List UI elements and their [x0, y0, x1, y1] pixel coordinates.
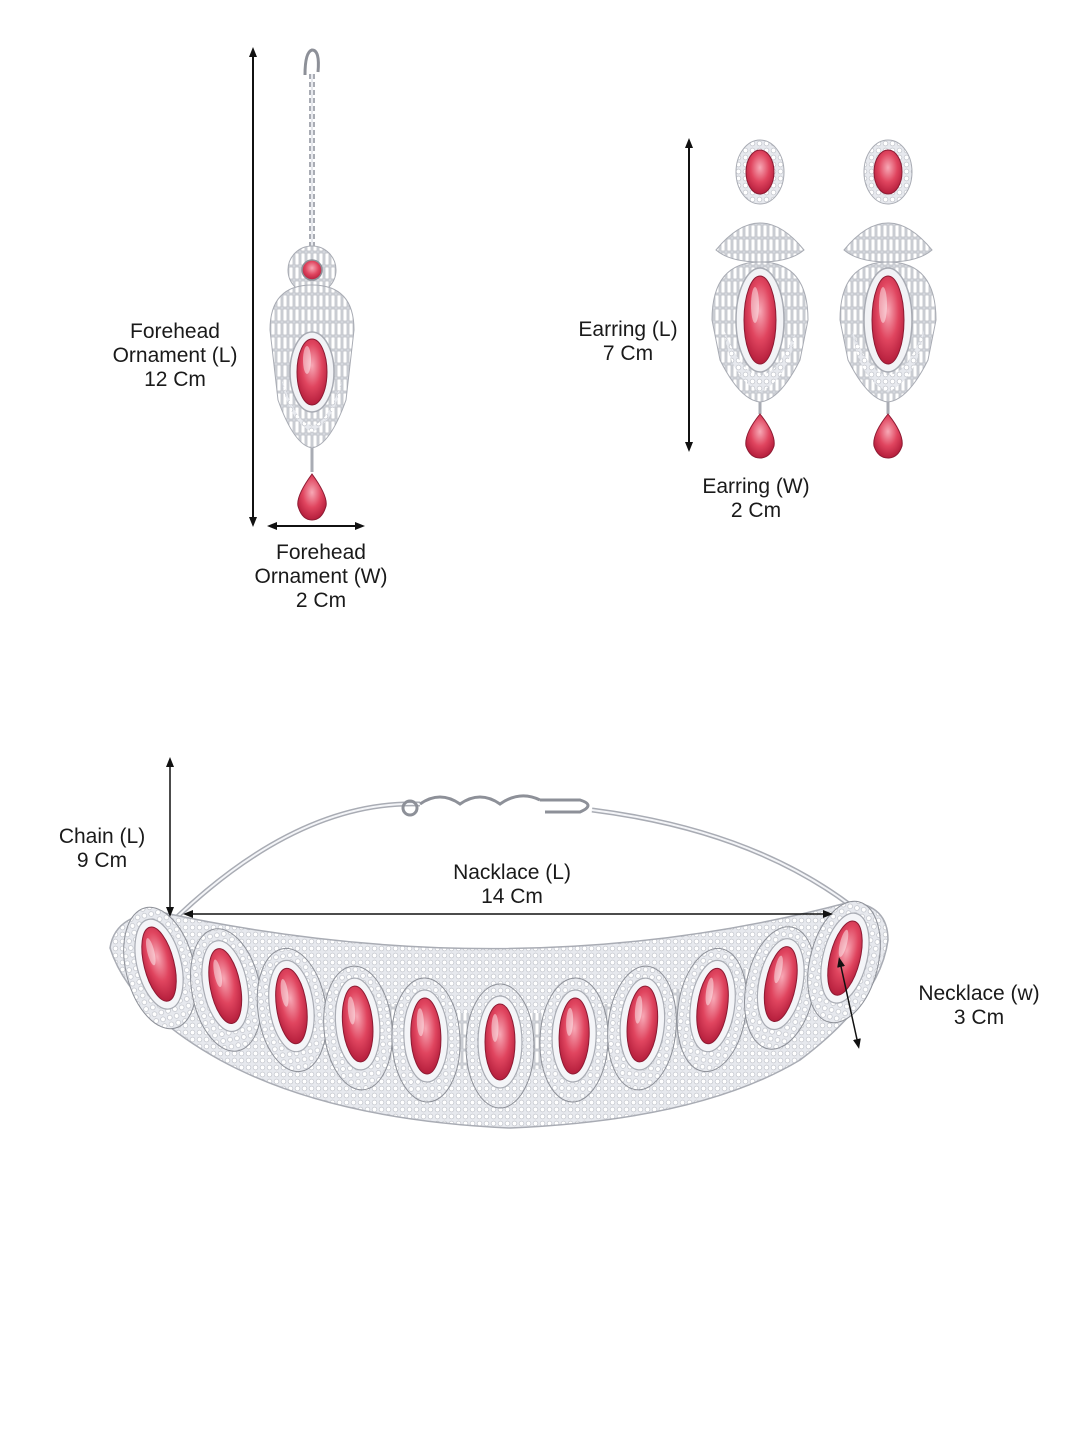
necklace-stone-segment	[744, 926, 816, 1050]
choker-necklace-icon	[109, 794, 889, 1129]
necklace-stone-segment	[676, 947, 748, 1073]
forehead-length-label: Forehead Ornament (L) 12 Cm	[100, 320, 250, 392]
forehead-width-line2: Ornament (W)	[254, 565, 388, 588]
forehead-width-line1: Forehead	[276, 541, 366, 564]
forehead-length-line2: Ornament (L)	[112, 344, 238, 367]
necklace-stone-segment	[465, 983, 535, 1109]
tikka-drop-icon	[297, 473, 327, 521]
necklace-width-value: 3 Cm	[953, 1006, 1005, 1029]
earring-width-line1: Earring (W)	[702, 475, 810, 498]
necklace-stone-segment	[256, 947, 328, 1073]
earring-length-label: Earring (L) 7 Cm	[568, 318, 688, 366]
chain-length-line1: Chain (L)	[58, 825, 146, 848]
chain-length-value: 9 Cm	[76, 849, 128, 872]
necklace-width-line1: Necklace (w)	[918, 982, 1040, 1005]
necklace-stone-segment	[391, 977, 461, 1103]
forehead-width-label: Forehead Ornament (W) 2 Cm	[236, 541, 406, 613]
earring-length-value: 7 Cm	[602, 342, 654, 365]
earring-length-line1: Earring (L)	[578, 318, 678, 341]
forehead-length-value: 12 Cm	[144, 368, 206, 391]
forehead-width-value: 2 Cm	[295, 589, 347, 612]
right-earring	[839, 139, 937, 459]
necklace-stone-segment	[323, 965, 393, 1091]
necklace-width-label: Necklace (w) 3 Cm	[898, 982, 1060, 1030]
necklace-length-value: 14 Cm	[481, 885, 543, 908]
necklace-width-arrow	[837, 957, 861, 1049]
necklace-stone-segment	[190, 928, 262, 1052]
tikka-pendant-icon	[269, 284, 355, 449]
earring-width-value: 2 Cm	[730, 499, 782, 522]
necklace-stone-segment	[607, 965, 677, 1091]
necklace-stone-segment	[539, 977, 609, 1103]
necklace-length-line1: Nacklace (L)	[453, 861, 571, 884]
forehead-length-line1: Forehead	[130, 320, 220, 343]
left-earring	[711, 139, 809, 459]
chain-length-label: Chain (L) 9 Cm	[46, 825, 158, 873]
necklace-length-label: Nacklace (L) 14 Cm	[430, 861, 594, 909]
earring-width-label: Earring (W) 2 Cm	[690, 475, 822, 523]
necklace-stone-segment	[123, 906, 197, 1030]
maang-tikka-icon	[269, 48, 355, 521]
drop-earring-icon	[711, 139, 937, 459]
necklace-stones	[123, 900, 881, 1109]
necklace-clasp	[401, 794, 590, 817]
